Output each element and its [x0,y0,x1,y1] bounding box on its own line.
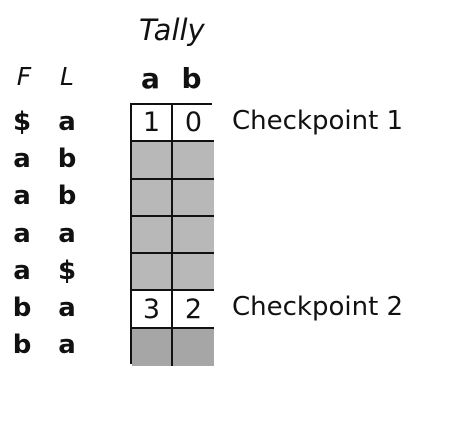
checkpoint-label: Checkpoint 2 [232,292,404,323]
tally-cell [173,254,214,292]
l-cell: a [58,106,76,137]
f-column-header: F [16,62,32,91]
f-cell: b [12,330,32,361]
tally-cell: 3 [132,291,173,329]
f-cell: a [13,143,31,174]
l-cell: a [58,330,76,361]
l-cell: a [58,218,76,249]
l-cell: a [58,293,76,324]
f-cell: $ [12,106,32,137]
f-cell: a [13,218,31,249]
tally-column-header-a: a [141,62,160,95]
tally-cell: 0 [173,105,214,143]
tally-cell [173,179,214,217]
tally-cell: 2 [173,291,214,329]
checkpoint-label: Checkpoint 1 [232,105,404,136]
f-cell: a [13,181,31,212]
tally-cell [132,254,173,292]
f-cell: b [12,293,32,324]
tally-cell: 1 [132,105,173,143]
tally-title: Tally [139,13,205,47]
tally-cell [132,179,173,217]
tally-column-header-b: b [181,62,202,95]
l-cell: b [57,181,77,212]
tally-cell [173,328,214,366]
tally-cell [132,328,173,366]
tally-cell [173,142,214,180]
l-column-header: L [60,62,74,91]
tally-cell [132,216,173,255]
l-cell: b [57,143,77,174]
tally-cell [173,216,214,255]
l-cell: $ [57,255,77,286]
f-cell: a [13,255,31,286]
tally-cell [132,142,173,180]
